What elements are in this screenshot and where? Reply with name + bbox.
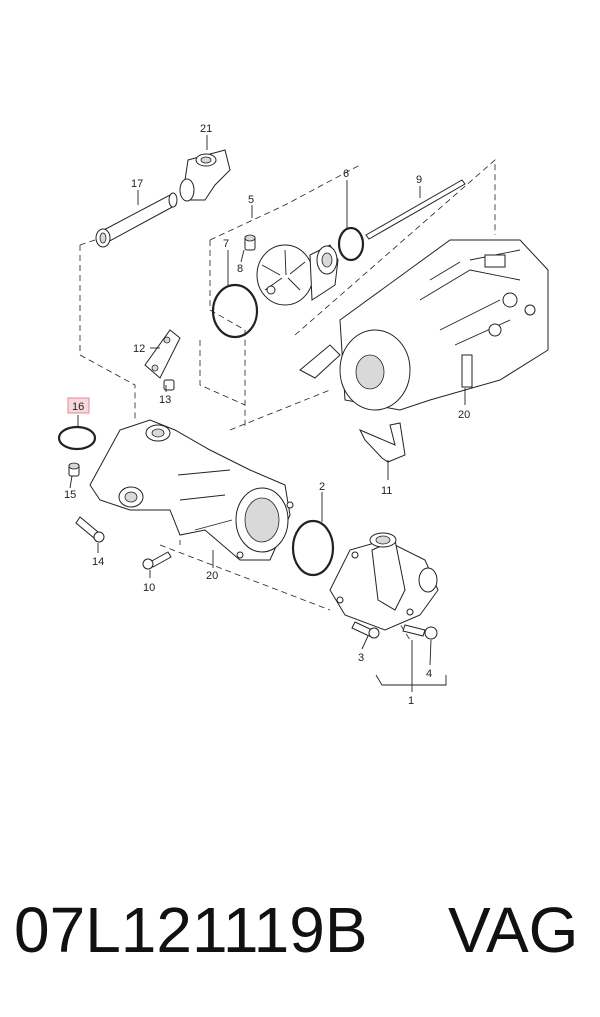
callout-1: 1 [408,695,414,707]
assembly-guide-lines [79,159,496,641]
callout-9: 9 [416,174,422,186]
callout-16: 16 [72,401,84,413]
part-14-bolt [75,516,105,543]
callout-6: 6 [343,168,349,180]
part-20-coolant-housing [89,419,294,561]
callout-8: 8 [237,263,243,275]
part-13-screw [163,379,175,391]
part-21-elbow-fitting [179,149,231,202]
part-10-bolt [142,551,172,570]
part-4-bolt [402,624,438,640]
callout-2: 2 [319,481,325,493]
part-3-bolt [351,621,380,639]
part-1-thermostat-housing [329,532,439,631]
part-6-o-ring [337,226,365,262]
callout-10: 10 [143,582,155,594]
part-16-o-ring [57,425,97,451]
engine-block [299,239,549,411]
callout-12: 12 [133,343,145,355]
part-5-water-pump [256,244,339,306]
callout-4: 4 [426,668,432,680]
callout-13: 13 [159,394,171,406]
part-7-o-ring [211,283,259,339]
callout-5: 5 [248,194,254,206]
callout-7: 7 [223,238,229,250]
callout-20-upper: 20 [458,409,470,421]
part-17-pipe [95,192,178,248]
callout-14: 14 [92,556,104,568]
callout-3: 3 [358,652,364,664]
callout-11: 11 [381,485,392,497]
part-number: 07L121119B [14,894,368,966]
callout-16-highlight [67,397,90,414]
callout-20-lower: 20 [206,570,218,582]
callout-21: 21 [200,123,212,135]
part-12-bracket-plate [144,329,181,379]
callout-17: 17 [131,178,143,190]
part-9-rod [365,179,466,240]
part-15-plug [68,462,80,477]
brand-label: VAG [448,894,579,966]
part-2-o-ring [291,519,335,577]
callout-labels: 21 17 5 6 9 7 8 12 13 16 15 14 10 20 2 1… [64,123,470,707]
part-8-bolt [244,234,256,251]
leader-lines [69,135,466,692]
callout-15: 15 [64,489,76,501]
part-11-bracket [358,422,406,463]
